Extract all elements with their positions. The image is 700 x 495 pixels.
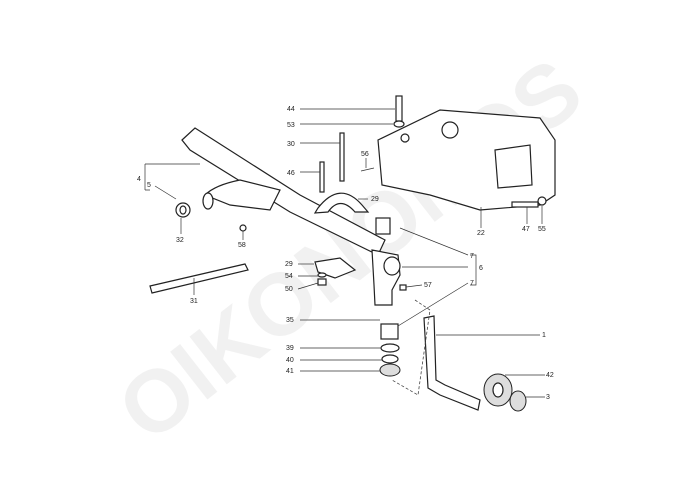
- bolt-44: [395, 95, 403, 122]
- label-31: 31: [190, 298, 198, 305]
- washer-53: [393, 120, 405, 128]
- label-57: 57: [424, 282, 432, 289]
- bolt-47: [511, 201, 539, 208]
- label-42: 42: [546, 372, 554, 379]
- label-55: 55: [538, 226, 546, 233]
- label-44: 44: [287, 106, 295, 113]
- label-58: 58: [238, 242, 246, 249]
- seal-39: [380, 343, 400, 353]
- washer-55: [537, 196, 547, 206]
- label-22: 22: [477, 230, 485, 237]
- label-3: 3: [546, 394, 550, 401]
- bearing-41: [379, 363, 401, 377]
- grease-nipple-58: [239, 224, 247, 232]
- label-30: 30: [287, 141, 295, 148]
- axle-beam: [181, 127, 386, 256]
- label-46: 46: [287, 170, 295, 177]
- stub-axle: [423, 315, 481, 411]
- label-29-upper: 29: [371, 196, 379, 203]
- label-29-lower: 29: [285, 261, 293, 268]
- leader-lines: [144, 108, 545, 398]
- label-39: 39: [286, 345, 294, 352]
- bush-7-upper: [375, 217, 391, 235]
- label-41: 41: [286, 368, 294, 375]
- bolt-46: [319, 161, 325, 193]
- label-56: 56: [361, 151, 369, 158]
- label-54: 54: [285, 273, 293, 280]
- label-32: 32: [176, 237, 184, 244]
- bolt-30: [339, 132, 345, 182]
- pin-56: [360, 167, 375, 172]
- label-47: 47: [522, 226, 530, 233]
- label-7-upper: 7: [470, 253, 474, 260]
- label-6: 6: [479, 265, 483, 272]
- part-labels: 44 53 30 46 56 29 22 47 55 4 5 32 58 7 6…: [137, 106, 554, 401]
- label-50: 50: [285, 286, 293, 293]
- label-53: 53: [287, 122, 295, 129]
- axle-housing: [377, 109, 556, 211]
- label-7-lower: 7: [470, 280, 474, 287]
- label-35: 35: [286, 317, 294, 324]
- washer-40: [381, 354, 399, 364]
- label-1: 1: [542, 332, 546, 339]
- bearing-3: [509, 390, 527, 412]
- nut-50: [317, 278, 327, 286]
- grease-nipple-57: [399, 284, 407, 291]
- clamp-29-upper: [313, 192, 370, 214]
- label-40: 40: [286, 357, 294, 364]
- label-4: 4: [137, 176, 141, 183]
- washer-54: [317, 272, 327, 278]
- bush-7-lower: [380, 323, 399, 340]
- label-5: 5: [147, 182, 151, 189]
- rod-31: [149, 263, 249, 294]
